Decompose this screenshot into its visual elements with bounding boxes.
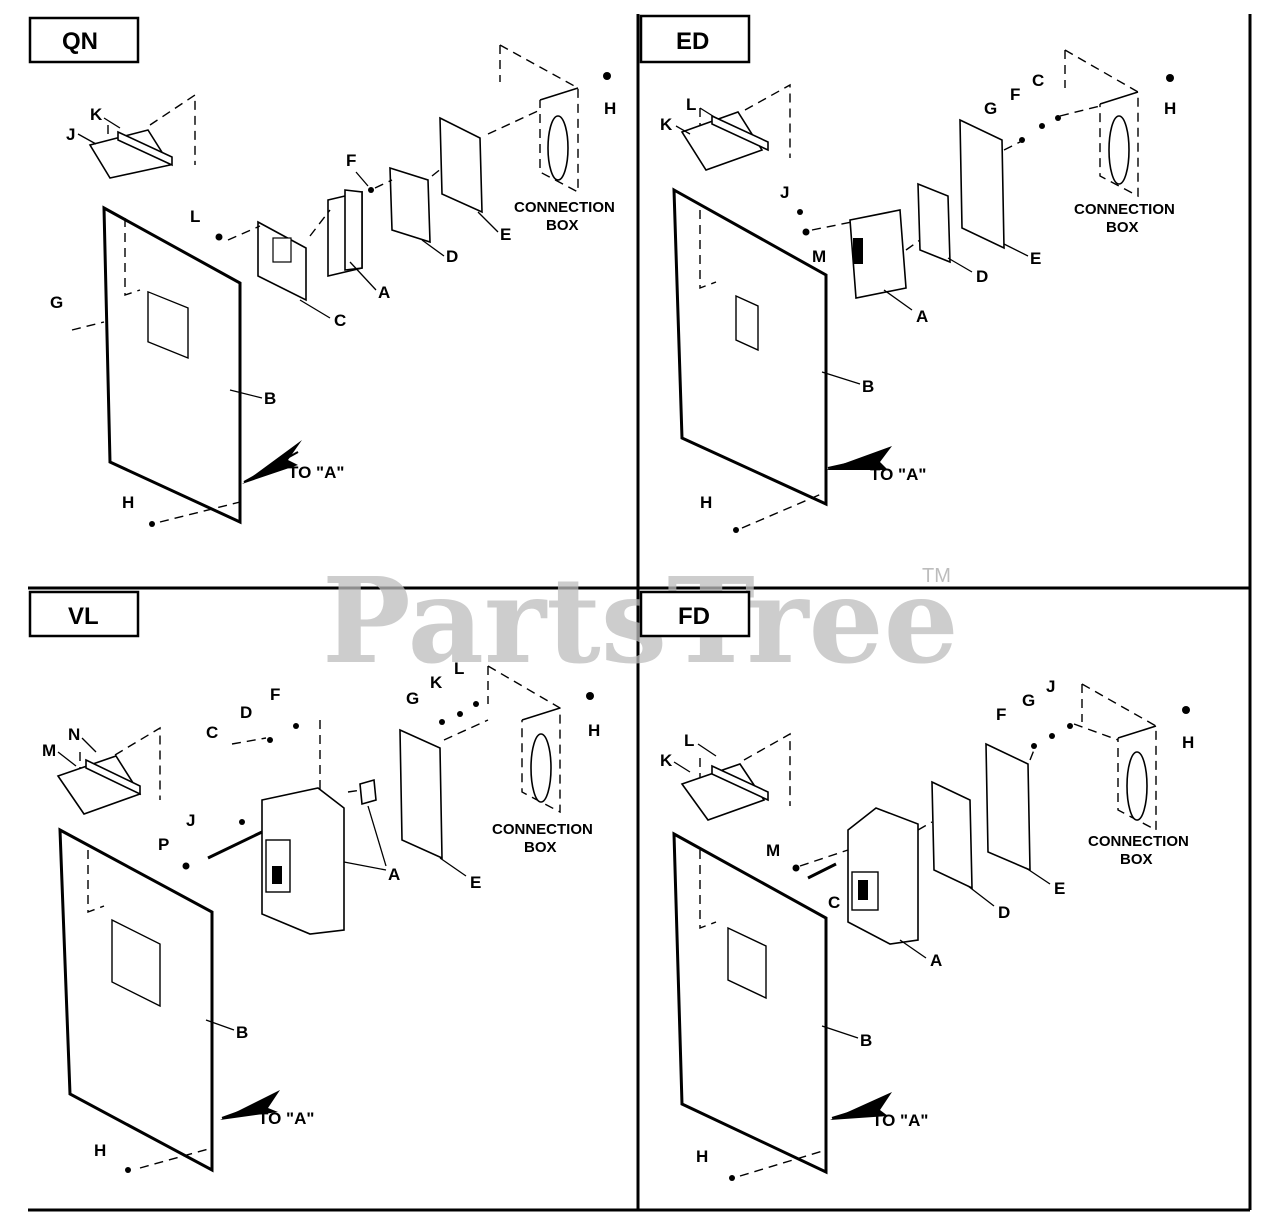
callout-m: M [766,841,780,860]
callout-b: B [862,377,874,396]
insulator-plate [931,780,973,890]
callout-e: E [1054,879,1065,898]
bracket-plate [88,129,172,179]
callout-g: G [1022,691,1035,710]
callout-k: K [90,105,103,124]
callout-f: F [1010,85,1020,104]
title-box-ed [639,14,751,64]
connection-label: CONNECTION [1088,833,1189,850]
callout-c: C [334,311,346,330]
callout-f: F [270,685,280,704]
callout-e: E [1030,249,1041,268]
callout-h: H [696,1147,708,1166]
callout-j: J [780,183,789,202]
callout-d: D [240,703,252,722]
bracket-bar [117,130,173,167]
callout-b: B [236,1023,248,1042]
callout-g: G [406,689,419,708]
callout-h: H [94,1141,106,1160]
callout-a: A [388,865,400,884]
box-label: BOX [1106,219,1139,236]
bracket-bar [711,764,769,802]
callout-d: D [998,903,1010,922]
callout-j: J [186,811,195,830]
insulator-plate [917,182,951,264]
cover-panel [58,827,214,1173]
mount-plate [439,116,483,214]
callout-e: E [500,225,511,244]
title-box-vl [28,590,140,638]
callout-d: D [446,247,458,266]
callout-j: J [66,125,75,144]
callout-k: K [660,751,673,770]
box-label: BOX [546,217,579,234]
mount-plate [985,742,1031,872]
callout-l: L [190,207,200,226]
mount-plate [959,118,1005,250]
callout-b: B [264,389,276,408]
cover-panel [102,205,242,525]
breaker [261,787,345,935]
callout-h: H [588,721,600,740]
callout-k: K [430,673,443,692]
callout-l: L [684,731,694,750]
callout-h: H [1182,733,1194,752]
terminal-block [389,166,431,244]
callout-m: M [812,247,826,266]
callout-k: K [660,115,673,134]
terminal-lug [359,778,377,806]
connection-label: CONNECTION [492,821,593,838]
mount-plate [399,728,443,860]
callout-h: H [700,493,712,512]
box-label: BOX [1120,851,1153,868]
callout-h: H [1164,99,1176,118]
panel-vl: VL TO "A" CONNECTION BOX M N P J B H [28,590,600,1173]
bracket-bar [711,114,769,152]
panel-title: VL [68,603,99,630]
callout-m: M [42,741,56,760]
callout-p: P [158,835,169,854]
callout-h: H [122,493,134,512]
cover-panel [672,831,828,1175]
panel-fd: FD TO "A" CONNECTION BOX L K M C A B [639,590,1194,1181]
callout-f: F [346,151,356,170]
connection-label: CONNECTION [514,199,615,216]
panel-qn: QN TO "A" CONNECTION BOX K J [28,16,616,527]
callout-e: E [470,873,481,892]
to-a-label: TO "A" [872,1111,928,1130]
callout-g: G [984,99,997,118]
callout-c: C [1032,71,1044,90]
connection-label: CONNECTION [1074,201,1175,218]
to-a-label: TO "A" [870,465,926,484]
to-a-label: TO "A" [258,1109,314,1128]
callout-b: B [860,1031,872,1050]
bracket-bar [85,758,141,796]
callout-f: F [996,705,1006,724]
callout-a: A [916,307,928,326]
title-box-fd [639,590,751,638]
callout-h: H [604,99,616,118]
watermark-trademark: TM [922,565,951,587]
callout-g: G [50,293,63,312]
callout-a: A [378,283,390,302]
callout-c: C [206,723,218,742]
callout-a: A [930,951,942,970]
to-a-label: TO "A" [288,463,344,482]
callout-n: N [68,725,80,744]
breaker [849,209,907,299]
title-box-qn [28,16,140,64]
panel-title: ED [676,28,709,55]
callout-d: D [976,267,988,286]
callout-l: L [686,95,696,114]
callout-c: C [828,893,840,912]
box-label: BOX [524,839,557,856]
panel-title: QN [62,28,98,55]
callout-j: J [1046,677,1055,696]
callout-l: L [454,659,464,678]
panel-title: FD [678,603,710,630]
panel-grid [28,14,1252,1212]
panel-ed: ED TO "A" CONNECTION BOX L K J M A B H G [639,14,1176,533]
